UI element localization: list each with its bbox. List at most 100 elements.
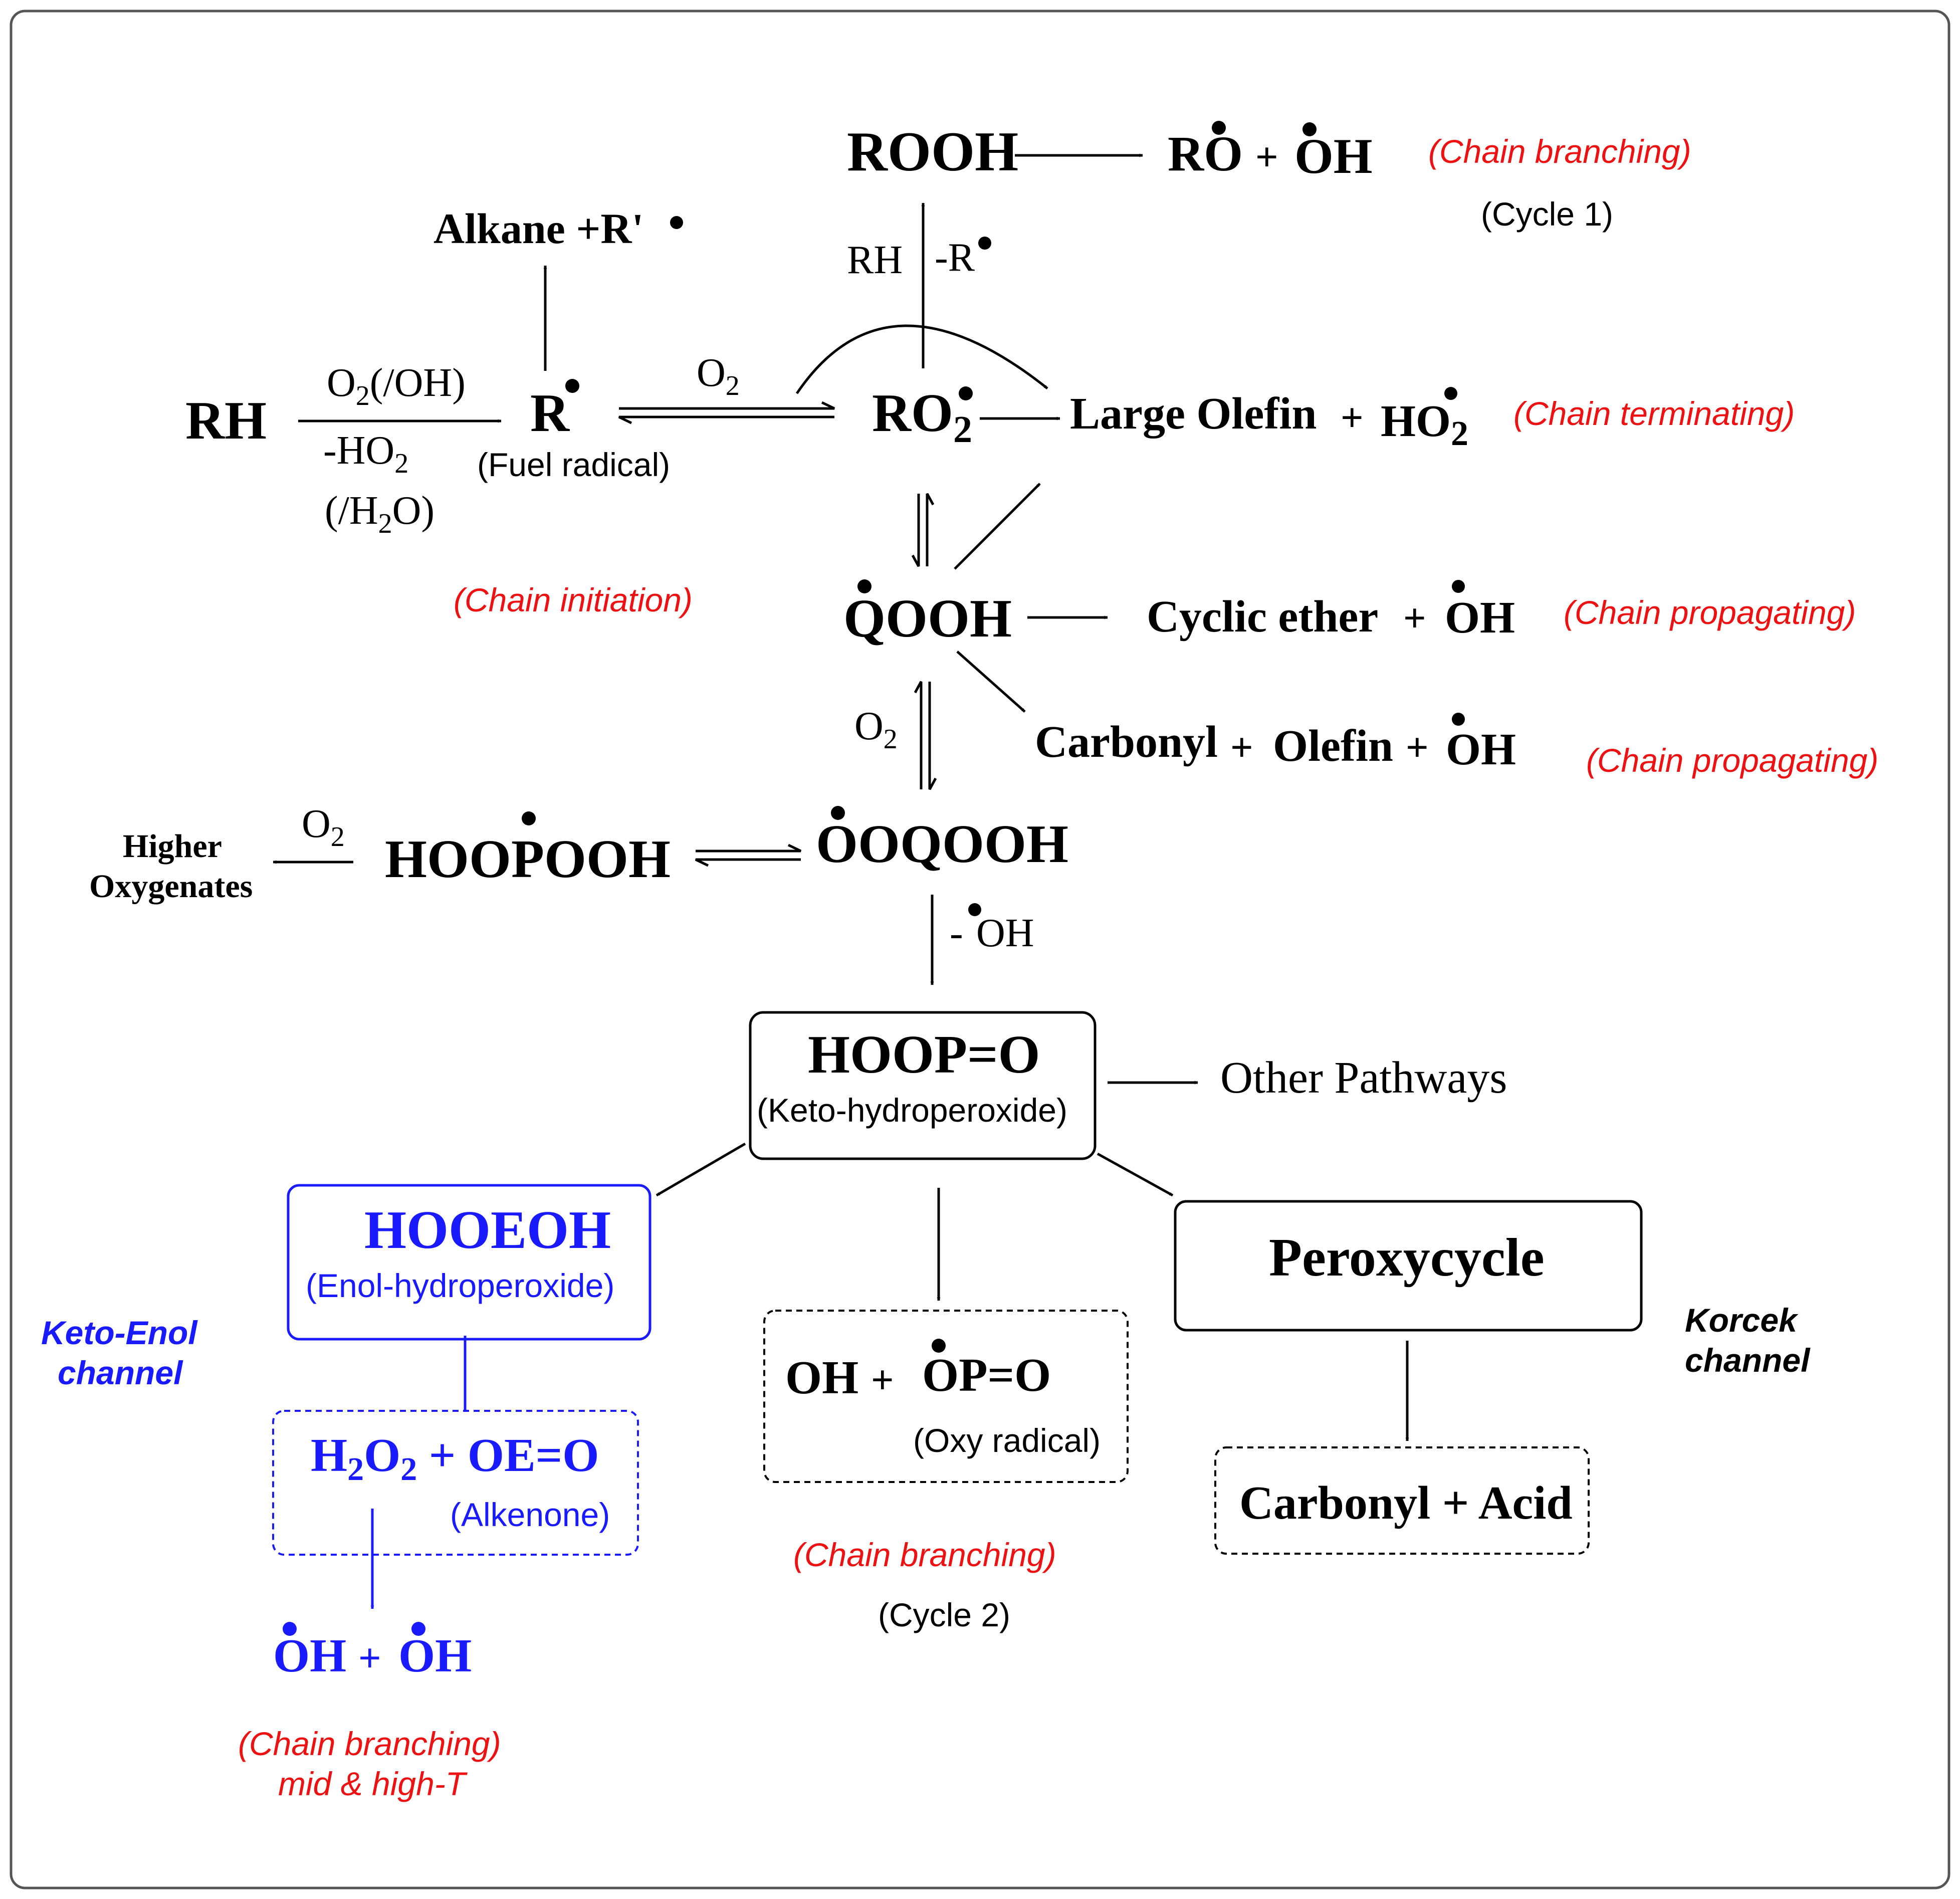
species-olefin: Olefin [1273,721,1393,771]
note-chain-propagating-2: (Chain propagating) [1586,742,1878,779]
radical-dot [283,1622,297,1636]
plus-sign: + [358,1636,381,1680]
condition-o2-oh: O2(/OH) [327,361,466,411]
condition-minus-r: -R [935,236,975,280]
species-cyclic-ether: Cyclic ether [1147,592,1378,642]
species-large-olefin: Large Olefin [1070,389,1317,439]
equilibrium-hoopooh-ooqooh-reverse [695,858,801,867]
condition-rh: RH [847,238,903,282]
label-alkenone: (Alkenone) [450,1496,610,1533]
species-ooqooh: OOQOOH [816,814,1068,874]
species-h2o2-oe-o: H2O2 + OE=O [311,1429,599,1488]
condition-minus-ho2: -HO2 [323,429,408,479]
label-enol-hydroperoxide: (Enol-hydroperoxide) [306,1267,614,1304]
species-oh: OH [273,1630,346,1682]
note-mid-high-t: mid & high-T [278,1765,468,1802]
label-oxy-radical: (Oxy radical) [913,1422,1101,1459]
equilibrium-ro2-qooh-up [926,493,935,566]
arrow-hoop-o-to-peroxycycle [1097,1152,1174,1197]
box-alkenone [272,1410,639,1556]
radical-dot [1452,580,1465,593]
curved-arrow-to-large-olefin [795,324,1048,394]
equilibrium-r-ro2-reverse [618,415,834,425]
radical-dot [968,903,981,916]
plus-sign: + [1255,135,1278,179]
species-hoop-o: HOOP=O [808,1025,1040,1085]
condition-o2: O2 [697,351,740,401]
radical-dot [978,237,991,250]
plus-sign: + [1406,726,1429,770]
label-korcek-channel-1: Korcek [1685,1302,1799,1339]
equilibrium-r-ro2-forward [619,401,835,410]
radical-dot [1212,121,1226,135]
label-korcek-channel-2: channel [1685,1342,1811,1379]
species-carbonyl: Carbonyl [1035,717,1218,767]
label-fuel-radical: (Fuel radical) [477,446,670,483]
label-cycle2: (Cycle 2) [878,1596,1010,1633]
radical-dot [522,811,536,825]
arrow-qooh-to-large-olefin [954,483,1041,570]
arrow-qooh-to-carbonyl [956,651,1026,713]
radical-dot [565,379,579,393]
label-keto-hydroperoxide: (Keto-hydroperoxide) [757,1092,1067,1129]
species-rooh: ROOH [847,121,1018,183]
species-ro2: RO2 [872,383,972,451]
species-oh: OH [1446,725,1516,774]
radical-dot [1452,713,1465,726]
species-op-o: OP=O [922,1349,1051,1401]
species-ro: RO [1168,126,1243,181]
species-ho2: HO2 [1381,396,1468,453]
species-hooeoh: HOOEOH [364,1200,611,1260]
box-peroxycycle [1174,1200,1643,1332]
note-chain-branching-cycle2: (Chain branching) [793,1536,1056,1573]
box-keto-hydroperoxide [749,1011,1097,1160]
box-oxy-radical [763,1310,1129,1483]
species-carbonyl-acid: Carbonyl + Acid [1239,1477,1573,1529]
species-oh: OH [398,1630,472,1682]
arrow-hoop-o-to-hooeoh [656,1142,746,1197]
species-oh: OH [785,1352,858,1404]
note-chain-propagating-1: (Chain propagating) [1564,594,1856,631]
box-enol-hydroperoxide [287,1184,651,1341]
label-keto-enol-channel-1: Keto-Enol [41,1314,198,1351]
condition-minus-oh-species: OH [976,911,1034,955]
equilibrium-hoopooh-ooqooh-forward [696,843,802,853]
plus-sign: + [1230,726,1253,770]
equilibrium-qooh-ooqooh-down [928,682,937,790]
species-rh: RH [185,391,267,451]
box-carbonyl-acid [1214,1446,1590,1555]
species-higher: Higher [123,828,222,865]
note-chain-branching-keto-enol: (Chain branching) [238,1725,501,1762]
species-alkane: Alkane +R' [433,204,643,253]
radical-dot [932,1339,946,1353]
condition-h2o: (/H2O) [325,489,434,539]
condition-minus-oh: - [950,911,963,955]
note-chain-terminating: (Chain terminating) [1513,395,1795,432]
radical-dot [831,806,845,820]
plus-sign: + [1341,396,1364,440]
label-keto-enol-channel-2: channel [58,1354,183,1391]
condition-o2: O2 [854,704,898,755]
radical-dot [959,386,973,400]
note-chain-branching-cycle1: (Chain branching) [1428,133,1691,170]
plus-sign: + [871,1358,894,1402]
radical-dot [1444,387,1457,400]
species-peroxycycle: Peroxycycle [1269,1228,1545,1288]
species-oh: OH [1294,128,1373,184]
species-oh: OH [1445,593,1515,643]
species-oxygenates: Oxygenates [89,868,253,905]
plus-sign: + [1403,596,1426,641]
species-other-pathways: Other Pathways [1220,1053,1507,1103]
label-cycle1: (Cycle 1) [1481,195,1613,233]
species-qooh: QOOH [843,589,1012,649]
equilibrium-qooh-ooqooh-up [914,681,923,789]
condition-o2: O2 [302,802,345,853]
note-chain-initiation: (Chain initiation) [454,581,693,618]
species-hoopooh: HOOPOOH [385,829,671,889]
equilibrium-ro2-qooh-down [911,494,920,567]
radical-dot [857,579,872,593]
radical-dot [1302,122,1317,136]
species-r: R [530,383,570,443]
radical-dot [411,1622,425,1636]
